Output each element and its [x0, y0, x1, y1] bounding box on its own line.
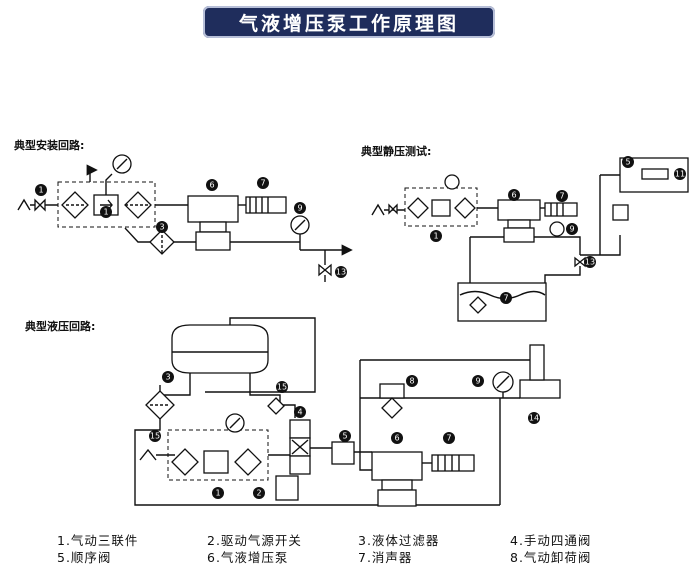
svg-text:1: 1 — [215, 489, 220, 498]
legend-item-5: 5.顺序阀 — [57, 550, 112, 565]
svg-text:6: 6 — [209, 181, 214, 190]
section-hydraulic-label: 典型液压回路: — [25, 320, 96, 333]
hydraulic-cylinder — [519, 379, 561, 399]
legend-item-6: 6.气液增压泵 — [207, 550, 289, 565]
title-banner: 气液增压泵工作原理图 — [203, 6, 495, 38]
svg-text:1: 1 — [103, 208, 108, 217]
sequence-valve — [331, 441, 355, 465]
svg-text:5: 5 — [342, 432, 347, 441]
svg-text:9: 9 — [297, 204, 302, 213]
section-static-test-label: 典型静压测试: — [361, 145, 432, 158]
svg-text:7: 7 — [446, 434, 451, 443]
svg-text:3: 3 — [159, 223, 164, 232]
page-title: 气液增压泵工作原理图 — [238, 12, 459, 35]
legend-item-2: 2.驱动气源开关 — [207, 533, 302, 548]
svg-text:14: 14 — [529, 414, 539, 423]
svg-text:2: 2 — [256, 489, 261, 498]
svg-text:6: 6 — [511, 191, 516, 200]
test-frl-unit — [404, 187, 478, 227]
check-valve — [267, 397, 285, 415]
svg-text:7: 7 — [260, 179, 265, 188]
svg-text:7: 7 — [503, 294, 508, 303]
pneumatic-unload-valve — [379, 383, 405, 399]
hydraulic-silencer — [431, 454, 475, 472]
legend-item-1: 1.气动三联件 — [57, 533, 139, 548]
silencer — [245, 196, 287, 214]
air-switch-valve — [34, 198, 46, 212]
svg-text:7: 7 — [559, 192, 564, 201]
svg-text:3: 3 — [165, 373, 170, 382]
test-silencer — [544, 202, 578, 217]
legend-item-8: 8.气动卸荷阀 — [510, 550, 592, 565]
svg-text:9: 9 — [475, 377, 480, 386]
section-install-label: 典型安装回路: — [14, 139, 85, 152]
svg-text:9: 9 — [569, 225, 574, 234]
test-pump — [497, 199, 541, 221]
hydraulic-frl-unit — [167, 429, 269, 481]
drain-valve — [318, 263, 332, 277]
svg-text:8: 8 — [409, 377, 414, 386]
install-circuit — [17, 154, 353, 282]
svg-text:13: 13 — [585, 258, 595, 267]
legend-item-4: 4.手动四通阀 — [510, 533, 592, 548]
svg-text:6: 6 — [394, 434, 399, 443]
legend-item-7: 7.消声器 — [358, 550, 413, 565]
static-test-circuit — [371, 157, 689, 322]
hydraulic-reservoir — [171, 324, 269, 374]
marker-2: 1 — [38, 186, 43, 195]
svg-text:5: 5 — [625, 158, 630, 167]
manual-four-way-valve — [289, 419, 311, 439]
hydraulic-booster-pump — [371, 451, 423, 481]
svg-text:1: 1 — [433, 232, 438, 241]
svg-text:13: 13 — [336, 268, 346, 277]
svg-text:15: 15 — [277, 383, 287, 392]
svg-text:15: 15 — [150, 432, 160, 441]
hydraulic-circuit — [134, 317, 561, 507]
component-markers: 1 1 3 6 7 9 13 6 7 9 1 5 11 13 7 3 15 4 … — [35, 156, 686, 499]
svg-text:4: 4 — [297, 408, 302, 417]
legend-item-3: 3.液体过滤器 — [358, 533, 440, 548]
air-inlet-symbol — [17, 198, 31, 211]
svg-text:11: 11 — [675, 170, 685, 179]
gas-liquid-booster-pump — [187, 195, 239, 223]
